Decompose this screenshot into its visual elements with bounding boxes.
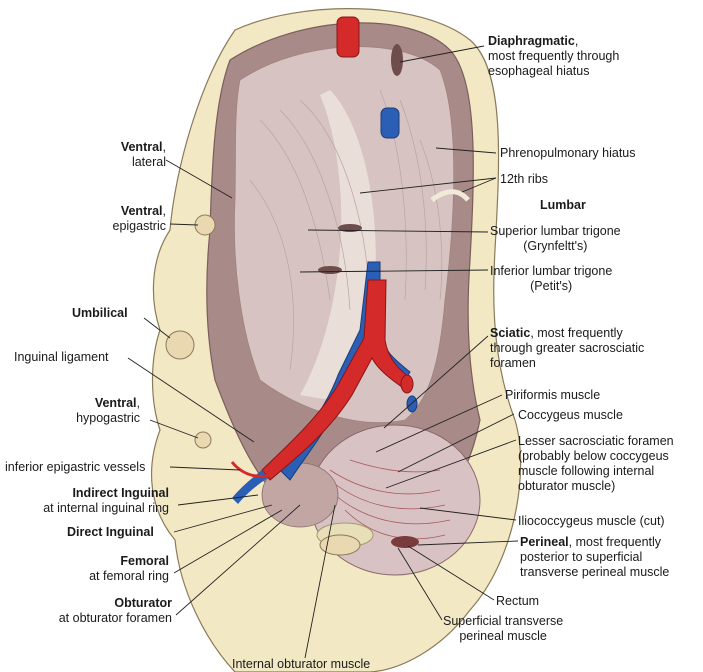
inferior-lumbar-defect bbox=[318, 266, 342, 274]
hypogastric-bulge bbox=[195, 432, 211, 448]
label-ventral-lateral: Ventral, lateral bbox=[121, 140, 166, 170]
label-iliococcygeus-muscle: Iliococcygeus muscle (cut) bbox=[518, 514, 665, 529]
label-inguinal-ligament: Inguinal ligament bbox=[14, 350, 109, 365]
label-perineal: Perineal, most frequently posterior to s… bbox=[520, 535, 669, 580]
ivc-diaphragm bbox=[381, 108, 399, 138]
label-rectum: Rectum bbox=[496, 594, 539, 609]
label-diaphragmatic: Diaphragmatic, most frequently through e… bbox=[488, 34, 619, 79]
label-ventral-epigastric: Ventral, epigastric bbox=[113, 204, 167, 234]
label-femoral: Femoral at femoral ring bbox=[89, 554, 169, 584]
esophageal-hiatus bbox=[391, 44, 403, 76]
label-direct-inguinal: Direct Inguinal bbox=[67, 525, 154, 540]
umbilical-bulge bbox=[166, 331, 194, 359]
label-indirect-inguinal: Indirect Inguinal at internal inguinal r… bbox=[43, 486, 169, 516]
label-ventral-hypogastric: Ventral, hypogastric bbox=[76, 396, 140, 426]
label-superior-lumbar-trigone: Superior lumbar trigone (Grynfeltt's) bbox=[490, 224, 621, 254]
label-sciatic: Sciatic, most frequently through greater… bbox=[490, 326, 644, 371]
rectum bbox=[391, 536, 419, 548]
iliac-cut-artery bbox=[401, 375, 413, 393]
iliac-cut-vein bbox=[407, 396, 417, 412]
label-internal-obturator-muscle: Internal obturator muscle bbox=[232, 657, 370, 672]
label-coccygeus-muscle: Coccygeus muscle bbox=[518, 408, 623, 423]
label-inferior-epigastric-vessels: inferior epigastric vessels bbox=[5, 460, 145, 475]
label-inferior-lumbar-trigone: Inferior lumbar trigone (Petit's) bbox=[490, 264, 612, 294]
label-piriformis-muscle: Piriformis muscle bbox=[505, 388, 600, 403]
label-umbilical: Umbilical bbox=[72, 306, 128, 321]
label-superficial-transverse-perineal-muscle: Superficial transverse perineal muscle bbox=[443, 614, 563, 644]
label-phrenopulmonary-hiatus: Phrenopulmonary hiatus bbox=[500, 146, 636, 161]
label-obturator: Obturator at obturator foramen bbox=[59, 596, 172, 626]
label-lumbar: Lumbar bbox=[540, 198, 586, 213]
aorta-top bbox=[337, 17, 359, 57]
label-lesser-sacrosciatic-foramen: Lesser sacrosciatic foramen (probably be… bbox=[518, 434, 674, 494]
label-12th-ribs: 12th ribs bbox=[500, 172, 548, 187]
